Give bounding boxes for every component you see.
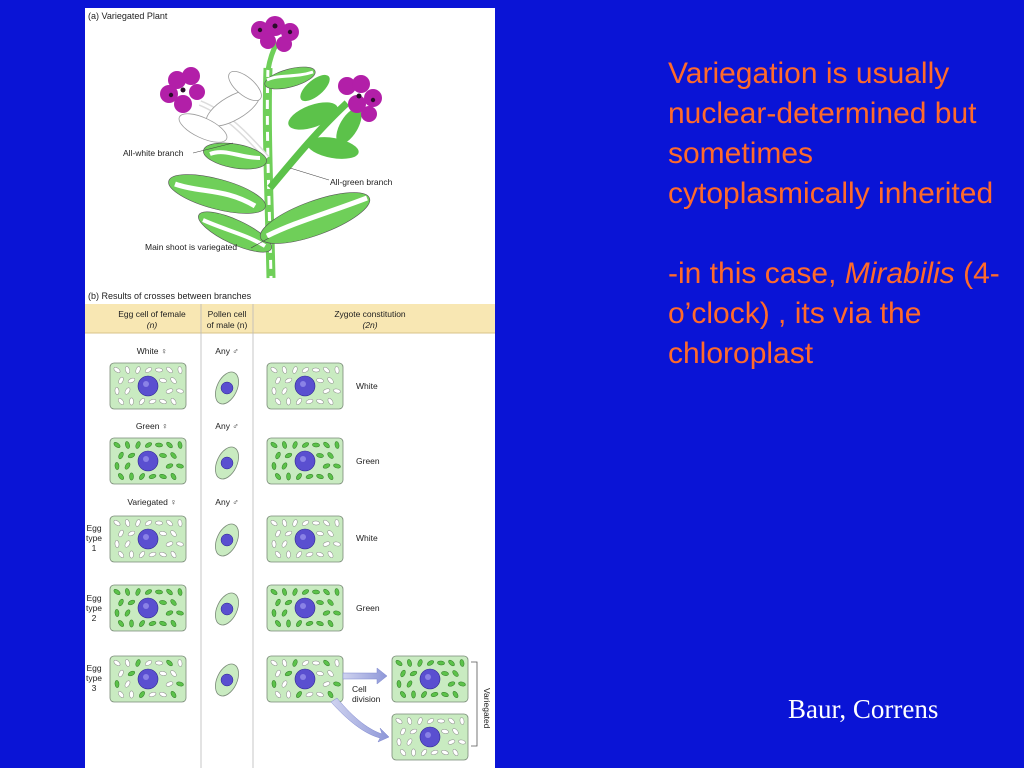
- cell-division-label-line1: Cell: [352, 684, 367, 694]
- egg-type-1-label: Egg type 1: [86, 523, 102, 553]
- para2-italic-genus: Mirabilis: [844, 257, 955, 290]
- para2-suffix: (4-o’clock) , its via the chloroplast: [668, 257, 1000, 370]
- female-label-green: Green ♀: [136, 421, 168, 431]
- male-label-2: Any ♂: [215, 421, 238, 431]
- flower-cluster-right: [338, 75, 382, 122]
- svg-text:3: 3: [92, 683, 97, 693]
- pollen-cell-4: [215, 592, 239, 626]
- male-label-3: Any ♂: [215, 497, 238, 507]
- egg-type-2-label: Egg type 2: [86, 593, 102, 623]
- pollen-cell-1: [215, 371, 239, 405]
- result-label-white-2: White: [356, 533, 378, 543]
- flower-cluster-left: [160, 67, 205, 113]
- header-pollen-cell-n: of male (n): [207, 320, 248, 330]
- female-label-variegated: Variegated ♀: [127, 497, 176, 507]
- para2-prefix: -in this case,: [668, 257, 845, 290]
- paragraph-variegation: Variegation is usually nuclear-determine…: [668, 57, 994, 210]
- cell-diagrams: [109, 362, 469, 761]
- part-a-caption: (a) Variegated Plant: [88, 11, 168, 21]
- cell-division-arrows: [330, 667, 390, 743]
- variegated-plant-illustration: [160, 16, 382, 279]
- egg-cell-white: [109, 362, 187, 410]
- figure-svg: (a) Variegated Plant: [85, 11, 495, 768]
- credit-text: Baur, Correns: [788, 694, 939, 724]
- pollen-cell-3: [215, 523, 239, 557]
- svg-text:Egg: Egg: [86, 663, 101, 673]
- result-label-green-1: Green: [356, 456, 380, 466]
- pollen-cell-5: [215, 663, 239, 697]
- svg-text:2: 2: [92, 613, 97, 623]
- flower-cluster-top: [251, 16, 299, 52]
- result-label-green-2: Green: [356, 603, 380, 613]
- egg-type-3-cell: [109, 655, 187, 703]
- egg-type-1-cell: [109, 515, 187, 563]
- label-all-green-branch: All-green branch: [330, 177, 393, 187]
- header-zygote-2n: (2n): [362, 320, 377, 330]
- female-label-white: White ♀: [137, 346, 167, 356]
- label-main-shoot: Main shoot is variegated: [145, 242, 237, 252]
- zygote-white-1: [266, 362, 344, 410]
- paragraph-mirabilis: -in this case, Mirabilis (4-o’clock) , i…: [668, 254, 1008, 374]
- svg-text:type: type: [86, 603, 102, 613]
- variegated-bracket: [471, 661, 478, 747]
- zygote-variegated: [266, 655, 344, 703]
- zygote-green-1: [266, 437, 344, 485]
- main-text-block: Variegation is usually nuclear-determine…: [668, 54, 1008, 374]
- daughter-cell-green: [391, 655, 469, 703]
- svg-text:Egg: Egg: [86, 593, 101, 603]
- result-label-white-1: White: [356, 381, 378, 391]
- part-b-caption: (b) Results of crosses between branches: [88, 291, 252, 301]
- header-egg-cell-n: (n): [147, 320, 158, 330]
- daughter-cell-white: [391, 713, 469, 761]
- svg-text:type: type: [86, 533, 102, 543]
- egg-cell-green: [109, 437, 187, 485]
- egg-type-2-cell: [109, 584, 187, 632]
- label-all-white-branch: All-white branch: [123, 148, 184, 158]
- zygote-white-2: [266, 515, 344, 563]
- cell-division-label-line2: division: [352, 694, 381, 704]
- header-zygote: Zygote constitution: [334, 309, 406, 319]
- svg-text:Egg: Egg: [86, 523, 101, 533]
- male-label-1: Any ♂: [215, 346, 238, 356]
- egg-type-3-label: Egg type 3: [86, 663, 102, 693]
- svg-text:type: type: [86, 673, 102, 683]
- header-pollen-cell: Pollen cell: [208, 309, 247, 319]
- variegated-label: Variegated: [482, 688, 492, 729]
- zygote-green-2: [266, 584, 344, 632]
- header-egg-cell: Egg cell of female: [118, 309, 186, 319]
- svg-text:1: 1: [92, 543, 97, 553]
- pollen-cell-2: [215, 446, 239, 480]
- figure-panel: (a) Variegated Plant: [85, 8, 495, 768]
- table-header-band: [85, 304, 495, 333]
